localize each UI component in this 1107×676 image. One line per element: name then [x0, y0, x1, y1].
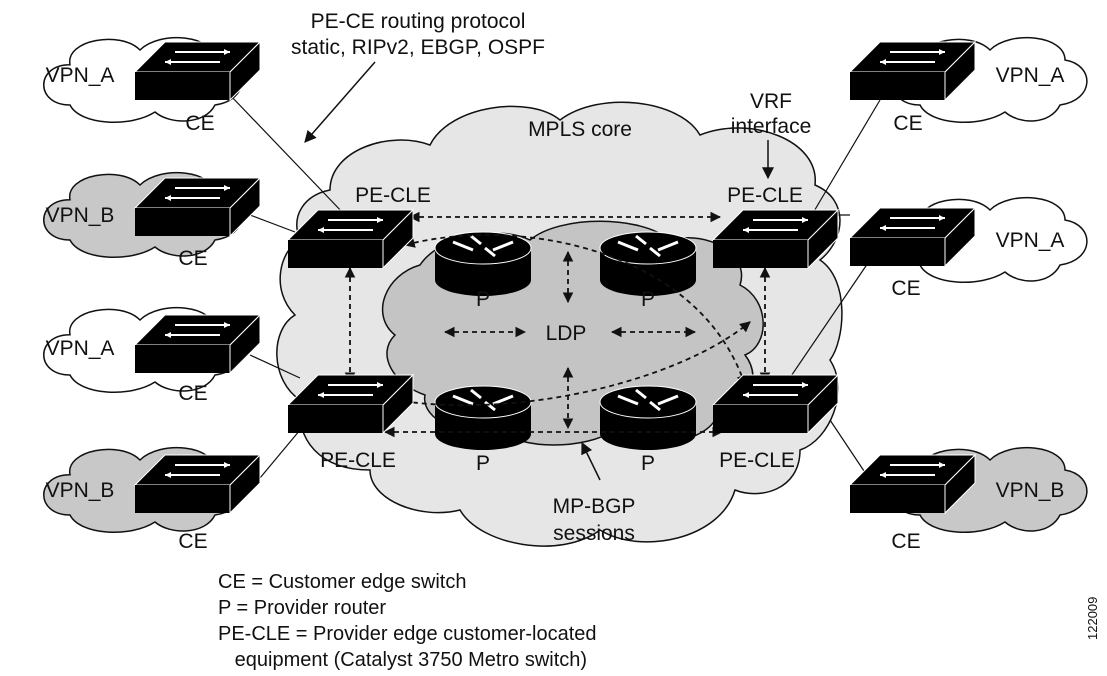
mpbgp-arrow — [581, 441, 601, 481]
vpn-label: VPN_B — [46, 204, 115, 227]
ldp-label: LDP — [546, 322, 587, 345]
p-label: P — [476, 452, 490, 475]
vrf-label-line1: VRF — [750, 90, 792, 113]
router-top — [599, 385, 697, 419]
ce-switch: CE — [133, 40, 262, 135]
switch-side — [807, 373, 839, 435]
switch-side — [229, 453, 261, 515]
vpn-label: VPN_A — [46, 337, 115, 360]
switch-front — [850, 238, 945, 266]
switch-front — [288, 240, 383, 268]
switch-side — [229, 313, 261, 375]
router-top — [599, 231, 697, 265]
annotation-line2: static, RIPv2, EBGP, OSPF — [291, 36, 545, 59]
switch-arrows-icon — [165, 49, 230, 65]
switch-side — [382, 373, 414, 435]
figure-id: 122009 — [1085, 597, 1100, 640]
switch-front — [713, 405, 808, 433]
mpbgp-label-line2: sessions — [553, 522, 635, 545]
p-label: P — [641, 288, 655, 311]
vpn-label: VPN_A — [996, 64, 1065, 87]
switch-arrows-icon — [880, 215, 945, 231]
core-label: MPLS core — [528, 118, 632, 141]
switch-arrows-icon — [318, 382, 383, 398]
pe-cle-label: PE-CLE — [727, 184, 803, 207]
ce-label: CE — [178, 530, 207, 553]
switch-arrows-icon — [165, 462, 230, 478]
ce-label: CE — [178, 382, 207, 405]
pe-cle-switch: PE-CLE — [711, 184, 840, 270]
annotation-line1: PE-CE routing protocol — [311, 10, 526, 33]
ce-label: CE — [891, 277, 920, 300]
switch-front — [288, 405, 383, 433]
switch-arrows-icon — [743, 217, 808, 233]
switch-side — [944, 453, 976, 515]
switch-arrows-icon — [880, 49, 945, 65]
pe-cle-switch: PE-CLE — [286, 373, 415, 472]
p-label: P — [641, 452, 655, 475]
switch-arrows-icon — [318, 217, 383, 233]
pe-cle-label: PE-CLE — [320, 449, 396, 472]
switch-front — [850, 485, 945, 513]
pe-cle-switch: PE-CLE — [286, 184, 431, 270]
switch-side — [382, 208, 414, 270]
legend-line-2: P = Provider router — [218, 597, 386, 619]
legend-line-4: equipment (Catalyst 3750 Metro switch) — [218, 649, 587, 671]
switch-side — [944, 206, 976, 268]
switch-arrows-icon — [165, 322, 230, 338]
ce-switch: CE — [848, 40, 977, 135]
pe-cle-switch: PE-CLE — [711, 373, 840, 472]
switch-side — [944, 40, 976, 102]
ce-label: CE — [178, 247, 207, 270]
ce-switch: CE — [133, 176, 262, 270]
switch-side — [229, 40, 261, 102]
annotation-arrow — [304, 61, 376, 143]
switch-front — [850, 72, 945, 100]
pe-cle-label: PE-CLE — [355, 184, 431, 207]
ce-switch: CE — [133, 313, 262, 405]
legend-line-1: CE = Customer edge switch — [218, 571, 466, 593]
switch-arrows-icon — [165, 185, 230, 201]
switch-front — [713, 240, 808, 268]
vpn-label: VPN_B — [46, 479, 115, 502]
switch-side — [229, 176, 261, 238]
ce-switch: CE — [133, 453, 262, 553]
ce-label: CE — [891, 530, 920, 553]
switch-front — [135, 345, 230, 373]
switch-arrows-icon — [880, 462, 945, 478]
ce-switch: CE — [848, 453, 977, 553]
switch-arrows-icon — [743, 382, 808, 398]
ce-switch: CE — [848, 206, 977, 300]
switch-front — [135, 485, 230, 513]
vpn-label: VPN_B — [996, 479, 1065, 502]
ce-label: CE — [185, 112, 214, 135]
legend-line-3: PE-CLE = Provider edge customer-located — [218, 623, 597, 645]
switch-front — [135, 208, 230, 236]
vpn-label: VPN_A — [46, 64, 115, 87]
p-label: P — [476, 288, 490, 311]
mpbgp-label-line1: MP-BGP — [553, 495, 636, 518]
switch-side — [807, 208, 839, 270]
ce-label: CE — [893, 112, 922, 135]
vpn-label: VPN_A — [996, 229, 1065, 252]
pe-cle-label: PE-CLE — [719, 449, 795, 472]
dashed-links — [344, 211, 771, 438]
vrf-label-line2: interface — [731, 115, 812, 138]
switch-front — [135, 72, 230, 100]
